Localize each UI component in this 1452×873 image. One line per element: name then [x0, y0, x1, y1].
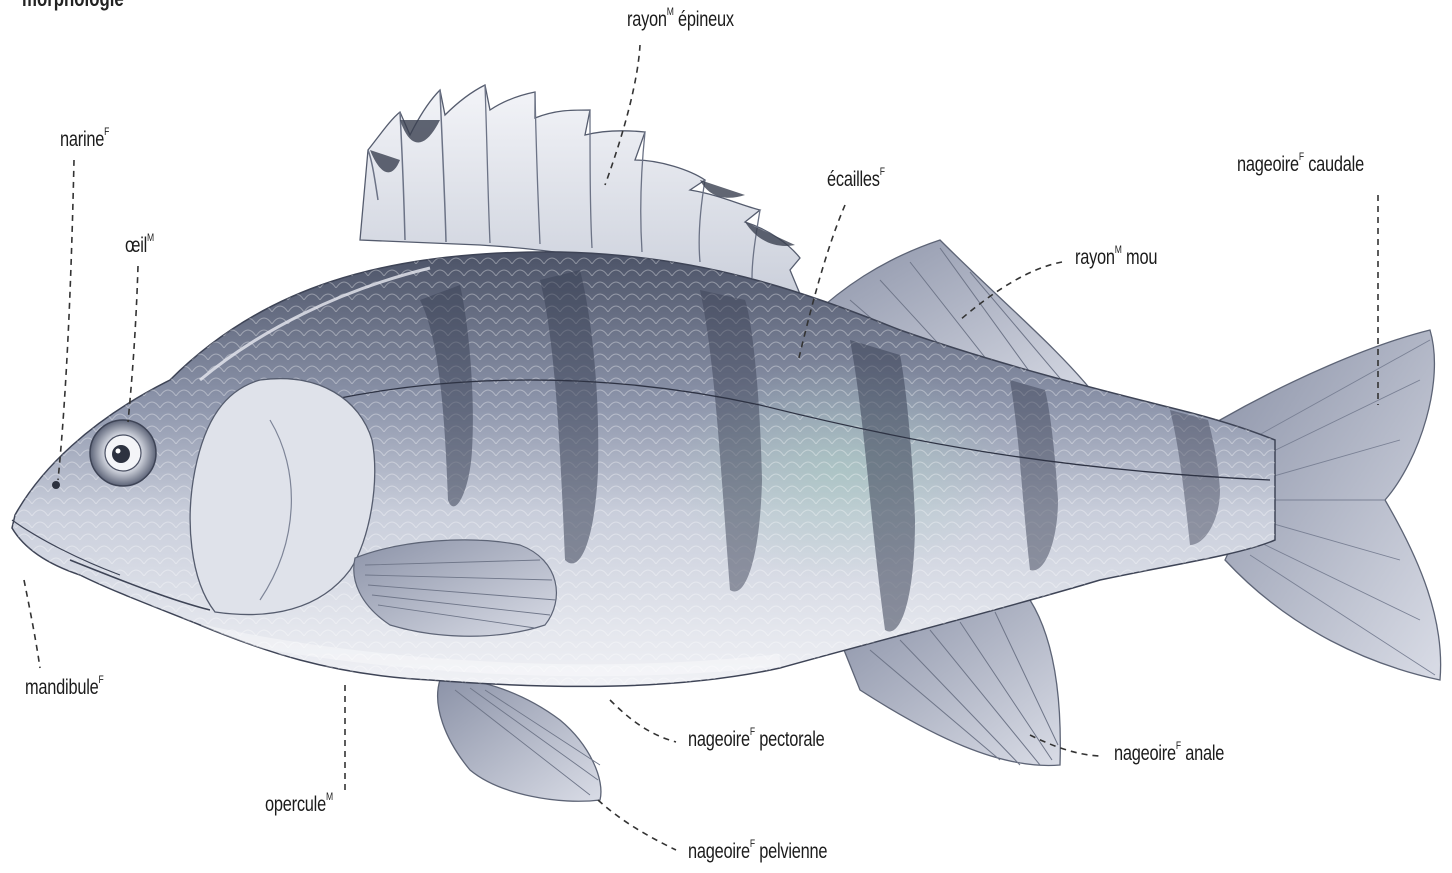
eye [90, 420, 156, 486]
label-mandibule: mandibuleF [25, 676, 103, 700]
label-opercule: operculeM [265, 793, 333, 817]
section-heading: morphologie [22, 0, 124, 12]
label-nageoire-anale: nageoireF anale [1114, 742, 1224, 766]
leader-pectorale [610, 700, 676, 742]
label-ecailles: écaillesF [827, 168, 885, 192]
label-nageoire-caudale: nageoireF caudale [1237, 153, 1364, 177]
pelvic-fin [438, 679, 601, 801]
nostril [52, 481, 60, 489]
label-rayon-epineux: rayonM épineux [627, 8, 734, 32]
label-nageoire-pelvienne: nageoireF pelvienne [688, 840, 827, 864]
label-oeil: œilM [125, 234, 154, 258]
label-rayon-mou: rayonM mou [1075, 246, 1157, 270]
leader-pelvienne [598, 800, 676, 850]
leader-mandibule [24, 580, 40, 668]
leader-narine [58, 160, 74, 480]
label-narine: narineF [60, 128, 109, 152]
label-nageoire-pectorale: nageoireF pectorale [688, 728, 825, 752]
